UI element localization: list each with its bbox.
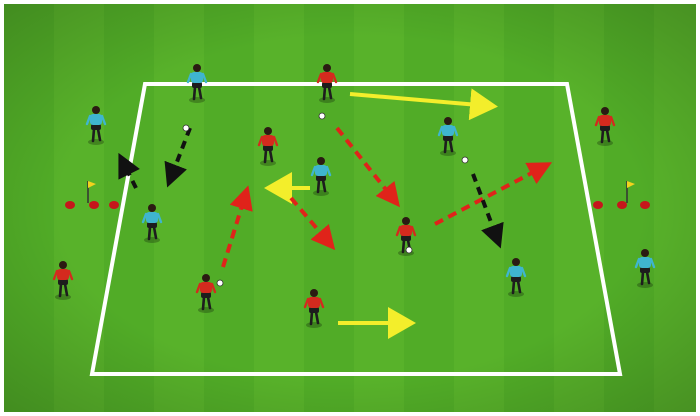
training-area-boundary	[89, 82, 623, 376]
field-shading	[4, 4, 696, 412]
cone-icon	[65, 201, 75, 209]
player-blue-icon	[186, 64, 208, 103]
cones-right	[593, 181, 650, 209]
player-blue-icon	[310, 157, 332, 196]
black-press-arrow-3	[471, 173, 504, 249]
flag-icon	[87, 181, 96, 203]
flag-icon	[626, 181, 635, 203]
cone-icon	[593, 201, 603, 209]
player-blue-icon	[141, 204, 163, 243]
red-pass-arrow-2	[289, 196, 336, 251]
player-red-icon	[257, 127, 279, 166]
cones-left	[65, 181, 119, 209]
black-press-arrow-2	[118, 152, 140, 189]
player-red-icon	[52, 261, 74, 300]
defender-arrows	[118, 127, 504, 249]
red-pass-arrow-4	[434, 162, 553, 226]
cone-icon	[617, 201, 627, 209]
ball-icon	[461, 156, 469, 164]
ball-icon	[182, 124, 190, 132]
player-blue-icon	[505, 258, 527, 297]
player-blue-icon	[634, 249, 656, 288]
player-red-icon	[594, 107, 616, 146]
yellow-run-arrow-top	[349, 88, 498, 121]
player-red-icon	[303, 289, 325, 328]
red-pass-arrow-3	[221, 185, 253, 268]
red-pass-arrow-1	[335, 126, 400, 208]
black-press-arrow-1	[164, 127, 192, 188]
player-red-icon	[316, 64, 338, 103]
player-red-icon	[195, 274, 217, 313]
ball-icon	[318, 112, 326, 120]
player-blue-icon	[85, 106, 107, 145]
ball-icon	[405, 246, 413, 254]
movement-arrows	[264, 88, 498, 339]
ball-icon	[216, 279, 224, 287]
cone-icon	[640, 201, 650, 209]
pass-arrows	[221, 126, 553, 268]
cone-icon	[109, 201, 119, 209]
player-blue-icon	[437, 117, 459, 156]
players	[52, 64, 656, 328]
cone-icon	[89, 201, 99, 209]
player-red-icon	[395, 217, 417, 256]
